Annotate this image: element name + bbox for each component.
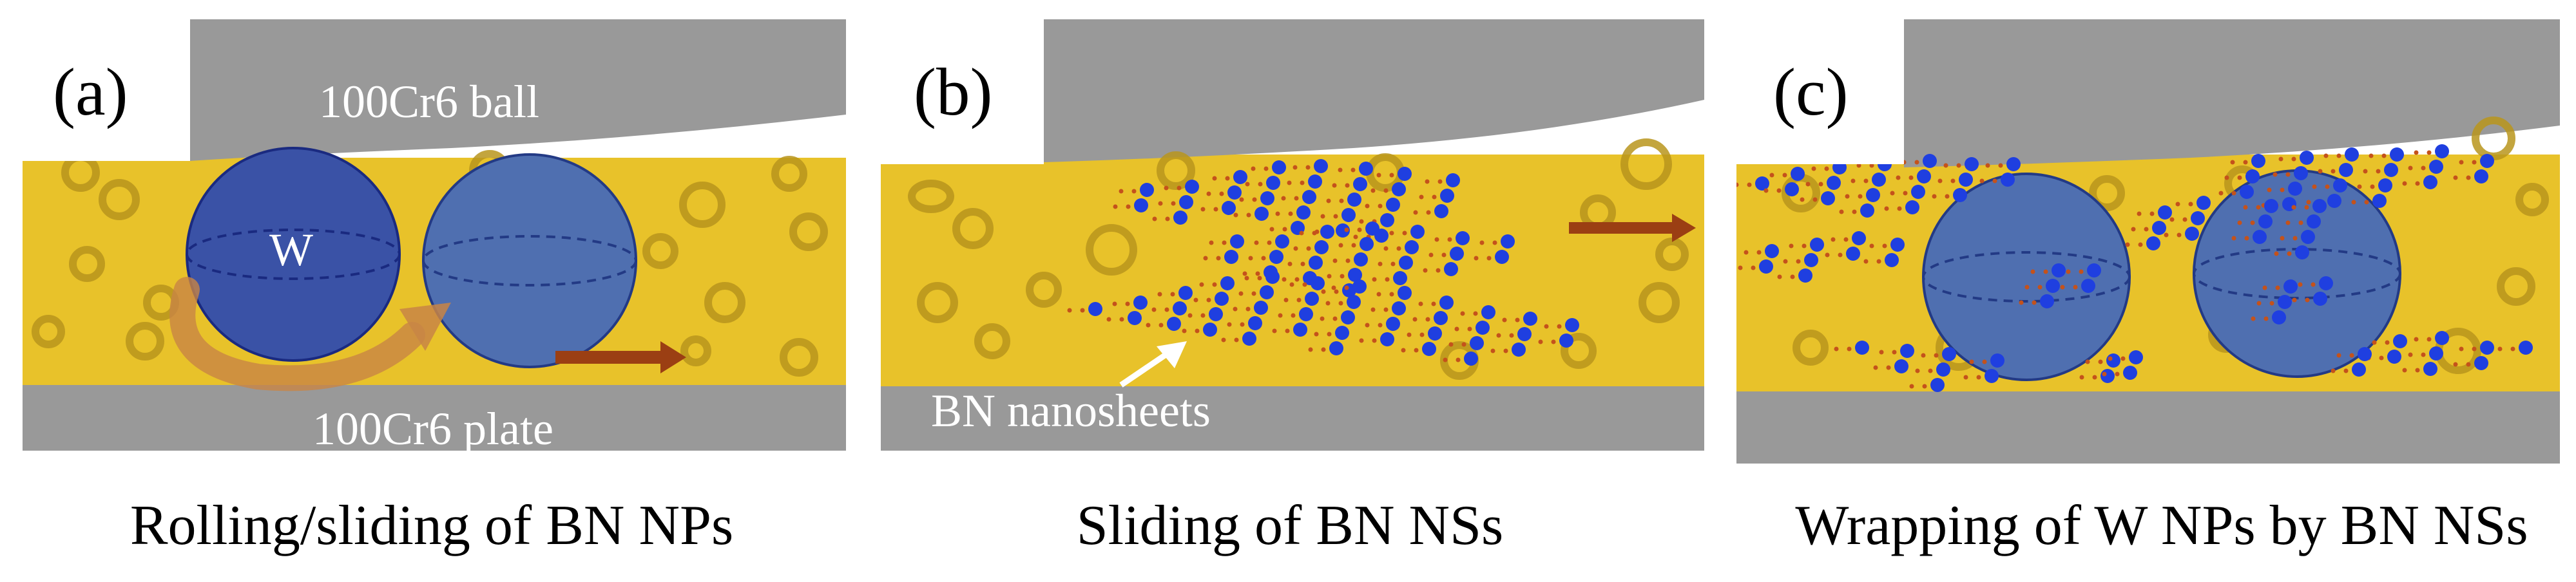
steel-ball bbox=[190, 19, 846, 161]
bn-nanosheet bbox=[1738, 244, 1779, 274]
bn-nanosheet bbox=[1777, 238, 1824, 283]
bn-nanosheet bbox=[1182, 276, 1235, 337]
bn-nanosheet bbox=[1272, 276, 1325, 337]
panel-a-caption: Rolling/sliding of BN NPs bbox=[130, 494, 733, 557]
panel-b: (b) BN nanosheets Sliding of BN NSs bbox=[881, 19, 1704, 557]
bn-nanosheet bbox=[1321, 221, 1379, 297]
panel-c-caption: Wrapping of W NPs by BN NSs bbox=[1795, 494, 2528, 557]
bn-nanosheet bbox=[2402, 331, 2449, 376]
rolling-arrow bbox=[169, 277, 425, 391]
steel-plate bbox=[23, 385, 846, 451]
bn-nanosheet bbox=[2453, 341, 2494, 370]
bn-nanosheet bbox=[1834, 341, 1869, 355]
bn-nanosheet bbox=[2497, 341, 2533, 355]
ball-label: 100Cr6 ball bbox=[319, 76, 539, 127]
bn-nanosheet bbox=[2125, 205, 2172, 250]
steel-plate bbox=[881, 386, 1704, 451]
bn-nanosheet bbox=[1873, 344, 1914, 373]
bn-nanosheet bbox=[1372, 225, 1425, 285]
bn-nanosheet bbox=[1106, 296, 1148, 325]
bn-nanosheet bbox=[1413, 173, 1460, 218]
bn-nanosheets bbox=[1736, 144, 2533, 392]
w-particle-second bbox=[422, 153, 637, 368]
panel-a-scene bbox=[23, 19, 846, 451]
wrapped-w-particle-second bbox=[2193, 169, 2401, 378]
panel-c-scene bbox=[1736, 19, 2560, 464]
bn-nanosheet bbox=[1909, 347, 1956, 392]
panel-c: (c) Wrapping of W NPs by BN NSs bbox=[1736, 19, 2560, 557]
bn-nanosheet bbox=[2331, 347, 2372, 377]
bn-nanosheet bbox=[2164, 196, 2211, 241]
bn-nanosheet bbox=[1474, 234, 1515, 264]
bn-nanosheet bbox=[1764, 167, 1805, 196]
bn-nanosheet bbox=[2274, 199, 2327, 259]
bn-nanosheet bbox=[1113, 183, 1154, 212]
bn-nanosheets bbox=[1067, 159, 1579, 366]
bn-nanosheet bbox=[1067, 302, 1102, 316]
panel-b-tag: (b) bbox=[914, 54, 992, 129]
bn-nanosheet bbox=[2261, 151, 2314, 211]
bn-nanosheet bbox=[1401, 296, 1454, 356]
bn-nanosheet bbox=[2060, 263, 2101, 293]
bn-nanosheet bbox=[1490, 312, 1537, 357]
bn-nanosheet bbox=[1825, 231, 1866, 261]
bn-nanosheet bbox=[1979, 157, 2021, 187]
bn-nanosheet bbox=[1963, 353, 2004, 383]
bn-nanosheet bbox=[1884, 154, 1937, 214]
bn-nanosheet bbox=[1200, 170, 1247, 215]
bn-nanosheet bbox=[1538, 318, 1579, 348]
w-particle bbox=[186, 147, 401, 362]
bn-nanosheet bbox=[1152, 180, 1199, 225]
bn-nanosheet bbox=[1423, 231, 1470, 276]
bn-nanosheet bbox=[1359, 286, 1412, 346]
panel-a-tag-box bbox=[23, 19, 190, 161]
bn-nanosheet bbox=[1233, 160, 1286, 221]
panel-b-caption: Sliding of BN NSs bbox=[1077, 494, 1504, 557]
bn-nanosheet bbox=[1308, 279, 1367, 355]
panel-c-tag: (c) bbox=[1773, 54, 1849, 129]
bn-nanosheet bbox=[2306, 147, 2359, 208]
bn-nanosheet bbox=[1932, 157, 1979, 202]
bn-nanosheet bbox=[1146, 286, 1193, 331]
panel-a: (a) 100Cr6 ball W 100Cr6 plate Rolling/s… bbox=[23, 19, 846, 557]
wrapped-w-particle bbox=[1922, 173, 2131, 381]
bn-nanosheet bbox=[2402, 144, 2449, 189]
bn-nanosheet bbox=[2231, 199, 2278, 244]
panel-b-tag-box bbox=[881, 19, 1044, 164]
pointer-arrow bbox=[1119, 341, 1187, 388]
bn-nanosheet bbox=[2019, 263, 2066, 308]
bn-nanosheet bbox=[2102, 350, 2143, 380]
rolling-arrow-head bbox=[399, 303, 451, 351]
bn-nanosheet bbox=[1221, 270, 1280, 346]
bn-nanosheet bbox=[1736, 176, 1769, 191]
bn-nanosheet bbox=[1863, 238, 1905, 267]
steel-ball bbox=[1904, 19, 2560, 167]
bn-nanosheet bbox=[1203, 234, 1244, 264]
plate-label: 100Cr6 plate bbox=[312, 403, 553, 455]
bn-nanosheet bbox=[1353, 167, 1412, 243]
bn-nanosheet bbox=[2453, 154, 2494, 183]
steel-plate bbox=[1736, 391, 2560, 464]
panel-a-tag: (a) bbox=[53, 54, 128, 129]
bn-nanosheet bbox=[2351, 147, 2404, 208]
steel-ball bbox=[1044, 19, 1704, 162]
bn-nanosheet bbox=[1282, 225, 1334, 285]
panel-c-tag-box bbox=[1736, 19, 1904, 164]
panel-b-scene bbox=[881, 19, 1704, 451]
sliding-arrow bbox=[1569, 214, 1696, 242]
bn-nanosheets-label: BN nanosheets bbox=[931, 385, 1211, 436]
bn-nanosheet bbox=[2218, 154, 2265, 199]
bn-nanosheet bbox=[1443, 305, 1495, 366]
bn-nanosheet bbox=[2292, 276, 2333, 306]
particle-label: W bbox=[269, 224, 313, 276]
bn-nanosheet bbox=[2366, 334, 2407, 364]
bn-nanosheet bbox=[1269, 159, 1328, 235]
sliding-arrow bbox=[555, 341, 686, 373]
bn-nanosheet bbox=[2251, 279, 2298, 324]
